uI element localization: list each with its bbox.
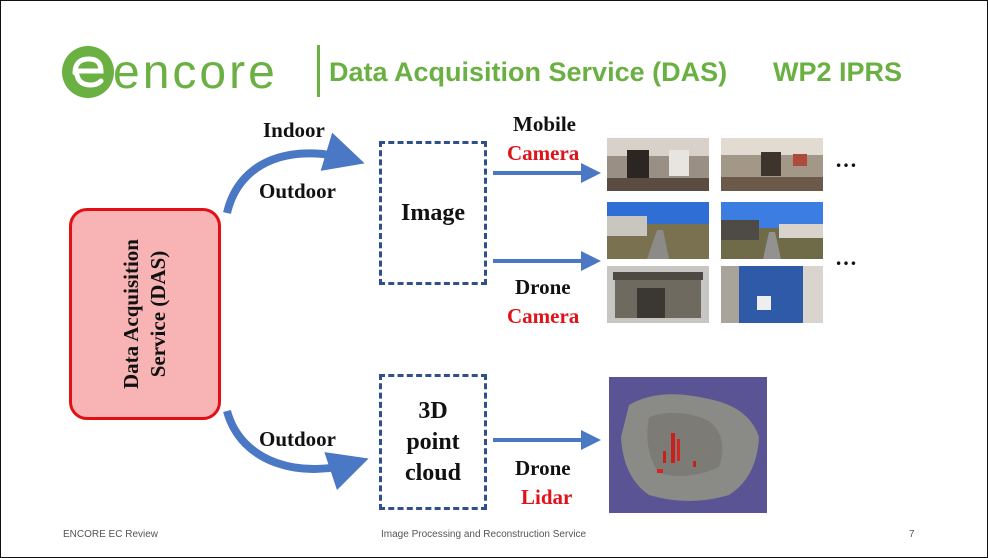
photo-outdoor-4 xyxy=(721,266,823,323)
ellipsis-mobile: … xyxy=(835,147,857,172)
encore-logo-mark-icon xyxy=(62,46,114,98)
label-drone-lidar-1: Drone xyxy=(515,456,571,480)
arrow-das-to-image xyxy=(223,132,365,214)
label-outdoor-top: Outdoor xyxy=(259,179,337,203)
footer-center: Image Processing and Reconstruction Serv… xyxy=(381,529,587,540)
photo-outdoor-2 xyxy=(721,202,823,259)
point-cloud-image xyxy=(609,377,767,513)
label-mobile: Mobile xyxy=(513,112,576,136)
image-box-label: Image xyxy=(401,199,465,226)
arrow-das-to-pointcloud xyxy=(223,409,369,491)
photo-indoor-1 xyxy=(607,138,709,191)
photo-outdoor-1 xyxy=(607,202,709,259)
das-box: Data Acquisition Service (DAS) xyxy=(69,208,221,420)
pointcloud-line-1: 3D xyxy=(418,397,448,424)
footer-left: ENCORE EC Review xyxy=(63,529,159,540)
image-box: Image xyxy=(379,141,487,285)
pointcloud-line-2: point xyxy=(406,428,460,455)
label-indoor: Indoor xyxy=(263,118,325,142)
work-package-tag: WP2 IPRS xyxy=(773,57,903,87)
encore-logo: encore xyxy=(61,43,285,101)
pointcloud-line-3: cloud xyxy=(404,459,461,486)
pointcloud-box: 3D point cloud xyxy=(379,374,487,510)
page-title: Data Acquisition Service (DAS) xyxy=(329,57,728,87)
footer-page-number: 7 xyxy=(909,529,915,540)
label-drone: Drone xyxy=(515,275,571,299)
photo-outdoor-3 xyxy=(607,266,709,323)
photo-indoor-2 xyxy=(721,138,823,191)
label-drone-camera: Camera xyxy=(507,304,580,328)
label-outdoor-bottom: Outdoor xyxy=(259,427,337,451)
label-mobile-camera: Camera xyxy=(507,141,580,165)
encore-logo-text: encore xyxy=(113,46,278,99)
label-drone-lidar-2: Lidar xyxy=(521,485,573,509)
title-separator xyxy=(317,45,320,97)
ellipsis-drone: … xyxy=(835,245,857,270)
das-label: Data Acquisition Service (DAS) xyxy=(119,239,170,389)
